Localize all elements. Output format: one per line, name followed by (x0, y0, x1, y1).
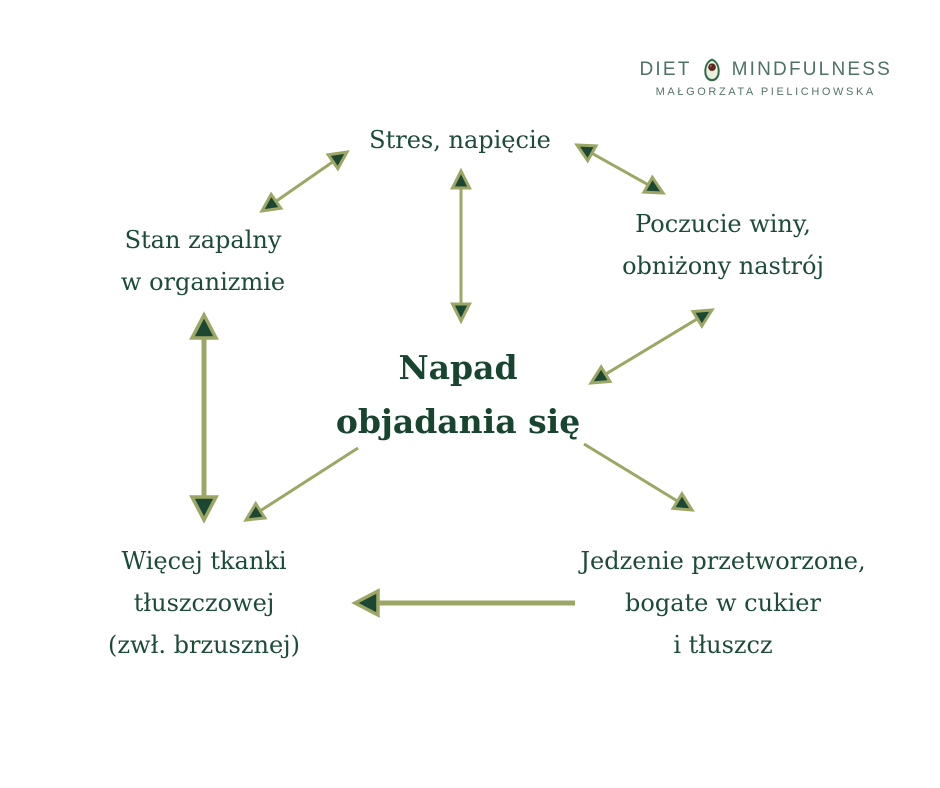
node-food: Jedzenie przetworzone, bogate w cukier i… (548, 540, 898, 666)
arrowhead (450, 167, 472, 190)
arrowhead (325, 150, 350, 172)
brand-right-label: MINDFULNESS (731, 58, 892, 80)
arrowhead (189, 311, 219, 340)
arrowhead (450, 302, 472, 325)
arrow-line (583, 442, 682, 505)
node-center-title: Napad objadania się (283, 341, 633, 449)
node-guilt-line: obniżony nastrój (622, 252, 824, 280)
node-guilt: Poczucie winy, obniżony nastrój (573, 203, 873, 287)
node-food-line: bogate w cukier (625, 589, 821, 617)
node-stress-line: Stres, napięcie (369, 126, 551, 154)
node-fat-line: tłuszczowej (133, 589, 275, 617)
node-guilt-line: Poczucie winy, (635, 210, 811, 238)
node-fat: Więcej tkanki tłuszczowej (zwł. brzuszne… (54, 540, 354, 666)
brand-subtitle: MAŁGORZATA PIELICHOWSKA (655, 86, 876, 98)
brand-logo: DIET MINDFULNESS MAŁGORZATA PIELICHOWSKA (640, 56, 892, 98)
arrow-center-fat (243, 446, 359, 522)
node-fat-line: (zwł. brzusznej) (108, 631, 300, 659)
arrow-center-food (583, 442, 695, 512)
arrow-center-guilt (588, 308, 715, 385)
arrow-line (271, 158, 338, 205)
arrowhead (690, 308, 715, 329)
arrowhead (574, 143, 599, 164)
avocado-icon (703, 58, 720, 82)
arrow-stress-guilt (574, 143, 666, 195)
node-food-line: Jedzenie przetworzone, (580, 547, 866, 575)
arrowhead (259, 191, 284, 213)
node-inflammation-line: w organizmie (120, 268, 286, 296)
arrowhead (670, 491, 695, 512)
brand-name: DIET MINDFULNESS (640, 56, 892, 83)
arrowhead (189, 495, 219, 524)
node-center-line: Napad (398, 348, 518, 387)
arrowhead (588, 364, 613, 385)
node-fat-line: Więcej tkanki (121, 547, 287, 575)
brand-left-label: DIET (639, 58, 692, 80)
arrow-line (601, 315, 702, 378)
arrow-inflammation-fat (189, 311, 219, 524)
node-food-line: i tłuszcz (673, 631, 773, 659)
node-inflammation-line: Stan zapalny (124, 226, 282, 254)
arrow-stress-center (450, 167, 472, 325)
arrowhead (243, 500, 268, 522)
node-stress: Stres, napięcie (310, 119, 610, 161)
arrow-line (255, 446, 359, 515)
arrowhead (351, 588, 380, 618)
node-center-line: objadania się (335, 402, 581, 441)
arrow-inflammation-stress (259, 150, 350, 213)
arrow-line (587, 149, 653, 189)
arrowhead (641, 174, 666, 195)
arrow-food-fat (351, 588, 575, 618)
node-inflammation: Stan zapalny w organizmie (53, 219, 353, 303)
